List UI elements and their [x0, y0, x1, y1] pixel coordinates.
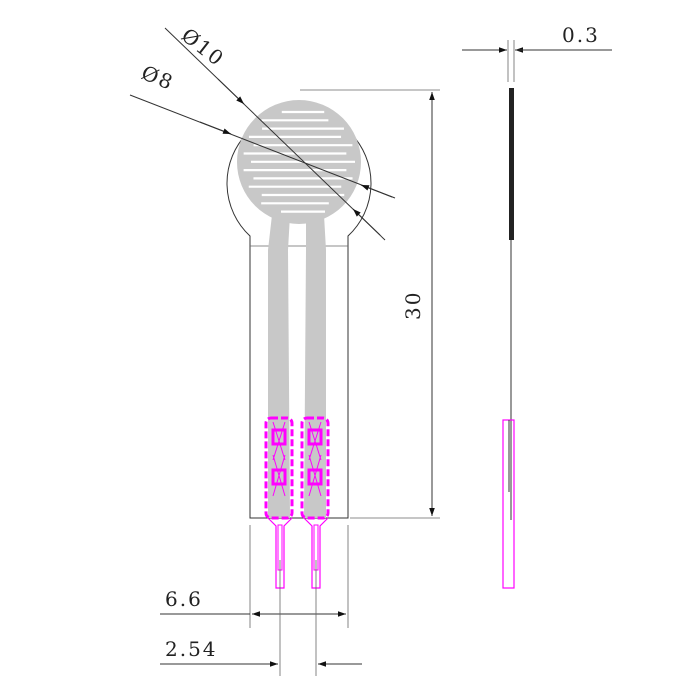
- sensor-side-view: [502, 88, 515, 589]
- tail-width-label: 6.6: [165, 587, 203, 611]
- dimension-length: 30: [300, 89, 440, 519]
- thickness-label: 0.3: [562, 23, 600, 47]
- pin-pitch-label: 2.54: [165, 637, 218, 661]
- dimension-pin-pitch: 2.54: [160, 560, 362, 676]
- length-label: 30: [401, 291, 425, 320]
- trace-right: [304, 215, 326, 518]
- active-diameter-label: Ø8: [138, 60, 178, 95]
- side-active-layer: [509, 88, 514, 240]
- trace-left: [268, 215, 290, 518]
- dimension-tail-width: 6.6: [160, 525, 349, 628]
- dimension-thickness: 0.3: [462, 23, 612, 82]
- sensor-front-view: [226, 100, 372, 589]
